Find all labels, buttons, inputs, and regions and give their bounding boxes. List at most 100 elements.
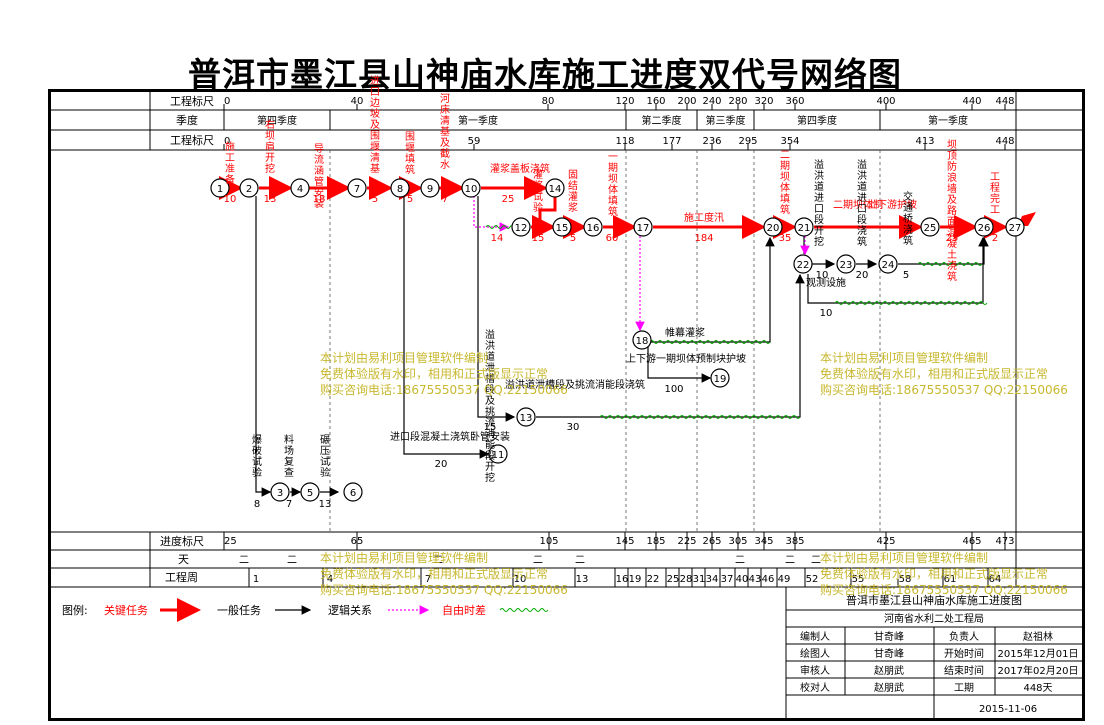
- node-number: 4: [297, 184, 303, 195]
- label-char: 料: [284, 433, 294, 446]
- label-char: 筑: [608, 205, 618, 218]
- label-char: 压: [320, 445, 330, 457]
- legend-normal-label: 一般任务: [217, 604, 261, 617]
- node-number: 11: [492, 450, 505, 461]
- activity-duration: 7: [442, 194, 448, 205]
- tick-label: 200: [677, 96, 696, 107]
- node-number: 14: [549, 184, 562, 195]
- activity-duration: 5: [570, 233, 576, 244]
- activity-duration: 184: [694, 233, 713, 244]
- node-number: 24: [882, 260, 895, 271]
- node-number: 27: [1009, 223, 1022, 234]
- label-char: 床: [440, 103, 450, 116]
- activity-duration: 20: [435, 459, 448, 470]
- info-key: 编制人: [800, 630, 830, 643]
- label-char: 导: [314, 143, 324, 155]
- node-9: 9: [420, 178, 440, 198]
- info-value: 甘奇峰: [874, 647, 904, 660]
- tick-label: 59: [468, 136, 481, 147]
- tick-label: 105: [539, 536, 558, 547]
- activity-duration: 5: [372, 194, 378, 205]
- header-row3-label: 工程标尺: [170, 133, 214, 147]
- activity-name: 观测设施: [806, 276, 846, 289]
- label-char: 坝: [780, 171, 790, 183]
- label-char: 工: [990, 172, 1000, 183]
- node-circle: [390, 178, 410, 198]
- quarter-guides: [329, 150, 881, 532]
- label-char: 结: [568, 179, 578, 192]
- activity-duration: 15: [484, 422, 497, 433]
- legend-float-line: [499, 608, 549, 612]
- activity-duration: 10: [224, 194, 237, 205]
- node-circle: [794, 217, 814, 237]
- node-circle: [516, 407, 536, 427]
- watermark-line: 本计划由易利项目管理软件编制: [320, 350, 488, 365]
- node-16: 16: [583, 217, 603, 237]
- label-char: 面: [947, 217, 957, 228]
- node-14: 14: [545, 178, 565, 198]
- label-char: 段: [857, 213, 867, 226]
- label-char: 完: [990, 192, 1000, 205]
- tick-label: 425: [876, 536, 895, 547]
- label-char: 挖: [485, 471, 495, 484]
- label-char: 管: [314, 175, 324, 188]
- info-value: 赵祖林: [1023, 630, 1053, 643]
- node-22: 22: [793, 254, 813, 274]
- info-key: 绘图人: [800, 647, 830, 660]
- quarter-label: 第二季度: [642, 114, 682, 127]
- label-char: 围: [370, 130, 380, 142]
- info-key: 审核人: [800, 664, 830, 677]
- label-char: 肩: [265, 140, 275, 153]
- label-char: 浪: [947, 171, 957, 184]
- node-25: 25: [920, 217, 940, 237]
- activity-duration: 100: [664, 384, 683, 395]
- info-value: 2015年12月01日: [998, 647, 1079, 660]
- label-char: 浆: [568, 201, 578, 214]
- label-char: 截: [440, 147, 450, 160]
- activity-duration: 7: [286, 499, 292, 510]
- node-11: 11: [488, 444, 508, 464]
- label-char: 消: [485, 427, 495, 440]
- info-project: 普洱市墨江县山神庙水库施工进度图: [846, 593, 1022, 607]
- node-circle: [210, 178, 230, 198]
- node-21: 21: [794, 217, 814, 237]
- node-20: 20: [763, 217, 783, 237]
- logic-arrows: [473, 196, 810, 332]
- node-circle: [920, 217, 940, 237]
- week-label: 34: [706, 574, 719, 585]
- label-char: 浇: [903, 223, 913, 236]
- tick-label: 465: [962, 536, 981, 547]
- label-char: 道: [485, 350, 495, 363]
- tick-label: 0: [224, 96, 230, 107]
- info-key: 工期: [954, 682, 974, 694]
- label-char: 筑: [903, 234, 913, 247]
- label-char: 坝: [608, 173, 618, 185]
- week-label: 37: [721, 574, 734, 585]
- tick-label: 118: [615, 136, 634, 147]
- label-char: 开: [814, 226, 824, 237]
- tick-label: 295: [738, 136, 757, 147]
- tick-label: 345: [754, 536, 773, 547]
- week-label: 55: [852, 574, 865, 585]
- label-char: 口: [370, 87, 380, 98]
- quarter-label: 第三季度: [706, 114, 746, 127]
- week-label: 19: [629, 574, 642, 585]
- header-grid: [51, 92, 1082, 587]
- node-circle: [836, 254, 856, 274]
- tick-label: 354: [780, 136, 799, 147]
- quarter-label: 第一季度: [458, 114, 498, 127]
- node-circle: [1005, 217, 1025, 237]
- label-char: 桥: [903, 213, 913, 225]
- label-char: 堰: [370, 141, 380, 153]
- day-mark: 二: [287, 555, 297, 566]
- info-key: 开始时间: [944, 647, 984, 660]
- tick-label: 320: [754, 96, 773, 107]
- label-char: 及: [440, 137, 450, 149]
- node-15: 15: [552, 217, 572, 237]
